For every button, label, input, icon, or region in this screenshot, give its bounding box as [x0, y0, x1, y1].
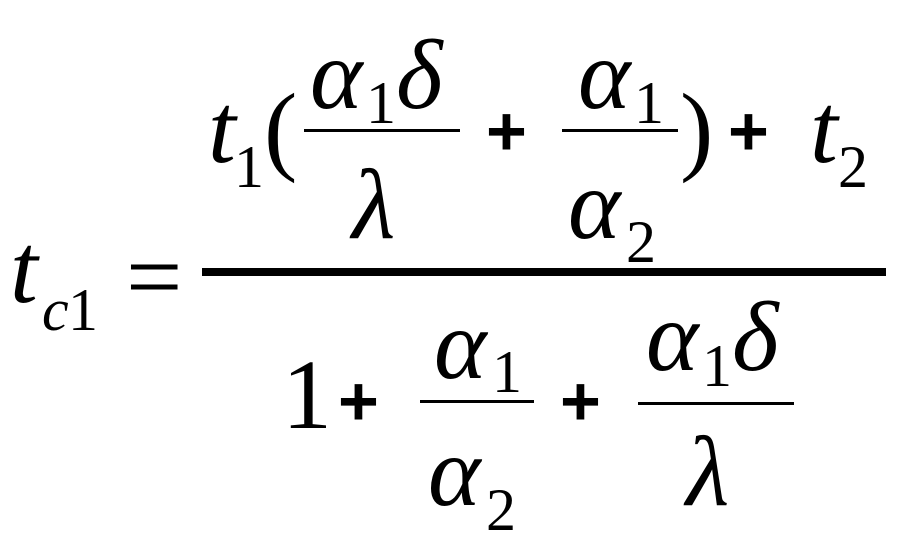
frac-b-num-sub: 1: [634, 70, 664, 136]
fraction-alpha1-delta-over-lambda: α 1 δ λ: [304, 19, 460, 260]
numerator: t 1 ( α 1 δ λ + α 1 α 2 ) + t 2: [208, 19, 868, 275]
plus-outer: +: [728, 92, 769, 170]
frac-b-den-sub: 2: [626, 209, 656, 275]
fraction-alpha1-delta-over-lambda-denominator: α 1 δ λ: [638, 281, 794, 527]
t1-base: t: [208, 73, 238, 184]
frac-c-num-alpha: α: [434, 289, 489, 400]
frac-c-den-alpha: α: [428, 416, 483, 527]
fraction-alpha1-over-alpha2: α 1 α 2: [562, 19, 678, 275]
lhs-base: t: [10, 213, 40, 324]
frac-c-bar: [420, 400, 534, 403]
frac-c-num-sub: 1: [492, 339, 522, 405]
frac-d-num-delta: δ: [732, 281, 780, 392]
frac-d-num-alpha: α: [646, 281, 701, 392]
frac-b-den-alpha: α: [568, 149, 623, 260]
equals-sign: =: [126, 221, 182, 332]
plus-a: +: [338, 362, 379, 440]
t1-sub: 1: [234, 134, 264, 200]
lhs-sub-letter: c: [42, 277, 69, 343]
frac-c-den-sub: 2: [486, 477, 516, 543]
frac-b-num-alpha: α: [578, 19, 633, 130]
frac-a-num-sub: 1: [366, 70, 396, 136]
lhs-sub-number: 1: [68, 277, 98, 343]
main-fraction-bar: [202, 268, 886, 276]
frac-a-bar: [304, 129, 460, 132]
lhs-term: t c 1: [10, 213, 98, 343]
frac-a-den-lambda: λ: [349, 149, 395, 260]
denominator-one: 1: [282, 339, 332, 450]
t2-sub: 2: [838, 134, 868, 200]
fraction-alpha1-over-alpha2-denominator: α 1 α 2: [420, 289, 534, 543]
frac-b-bar: [562, 129, 678, 132]
frac-a-num-delta: δ: [396, 19, 444, 130]
frac-d-bar: [638, 402, 794, 405]
frac-d-den-lambda: λ: [683, 416, 729, 527]
t2-base: t: [810, 73, 840, 184]
frac-d-num-sub: 1: [702, 333, 732, 399]
denominator: 1 + α 1 α 2 + α 1 δ λ: [282, 281, 794, 543]
plus-inner: +: [486, 92, 527, 170]
paren-open: (: [264, 73, 297, 184]
frac-a-num-alpha: α: [310, 19, 365, 130]
paren-close: ): [680, 73, 713, 184]
plus-b: +: [560, 362, 601, 440]
